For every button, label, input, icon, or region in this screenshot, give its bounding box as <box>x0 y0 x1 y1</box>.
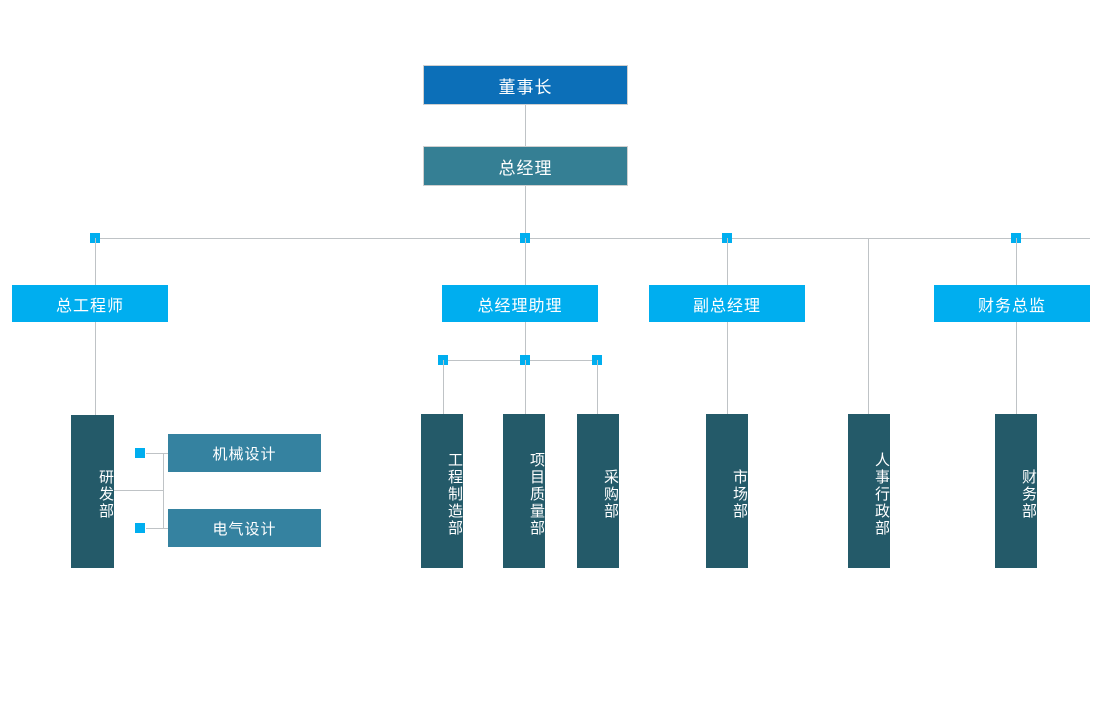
drop-to-deputy-gm <box>727 238 728 285</box>
node-deputy-gm[interactable]: 副总经理 <box>649 285 805 322</box>
node-rd-department[interactable]: 研发部 <box>71 415 114 568</box>
node-chairman[interactable]: 董事长 <box>423 65 628 105</box>
node-electrical-design[interactable]: 电气设计 <box>168 509 321 547</box>
node-mechanical-design[interactable]: 机械设计 <box>168 434 321 472</box>
drop-to-purchasing <box>597 360 598 415</box>
connector-marker-elec-design[interactable] <box>135 523 145 533</box>
drop-to-eng-mfg <box>443 360 444 415</box>
connector-rd-to-elec <box>146 528 168 529</box>
node-cfo[interactable]: 财务总监 <box>934 285 1090 322</box>
node-finance-department[interactable]: 财务部 <box>995 414 1037 568</box>
node-project-quality-department[interactable]: 项目质量部 <box>503 414 545 568</box>
bus-line-level3 <box>90 238 1090 239</box>
connector-gm-to-bus <box>525 186 526 238</box>
connector-chairman-to-gm <box>525 105 526 146</box>
node-engineering-manufacturing-department[interactable]: 工程制造部 <box>421 414 463 568</box>
drop-to-proj-quality <box>525 360 526 415</box>
connector-chief-engineer-to-rd <box>95 322 96 415</box>
node-hr-admin-department[interactable]: 人事行政部 <box>848 414 890 568</box>
connector-cfo-to-finance <box>1016 322 1017 415</box>
connector-rd-to-mech <box>146 453 168 454</box>
node-purchasing-department[interactable]: 采购部 <box>577 414 619 568</box>
node-general-manager[interactable]: 总经理 <box>423 146 628 186</box>
drop-to-cfo <box>1016 238 1017 285</box>
connector-rd-stem <box>114 490 163 491</box>
drop-to-hr-admin <box>868 238 869 414</box>
connector-rd-vertical <box>163 453 164 528</box>
drop-to-chief-engineer <box>95 238 96 285</box>
node-chief-engineer[interactable]: 总工程师 <box>12 285 168 322</box>
node-marketing-department[interactable]: 市场部 <box>706 414 748 568</box>
connector-marker-mech-design[interactable] <box>135 448 145 458</box>
connector-gm-assistant-to-subbus <box>525 322 526 360</box>
node-gm-assistant[interactable]: 总经理助理 <box>442 285 598 322</box>
connector-deputy-gm-to-marketing <box>727 322 728 415</box>
drop-to-gm-assistant <box>525 238 526 285</box>
